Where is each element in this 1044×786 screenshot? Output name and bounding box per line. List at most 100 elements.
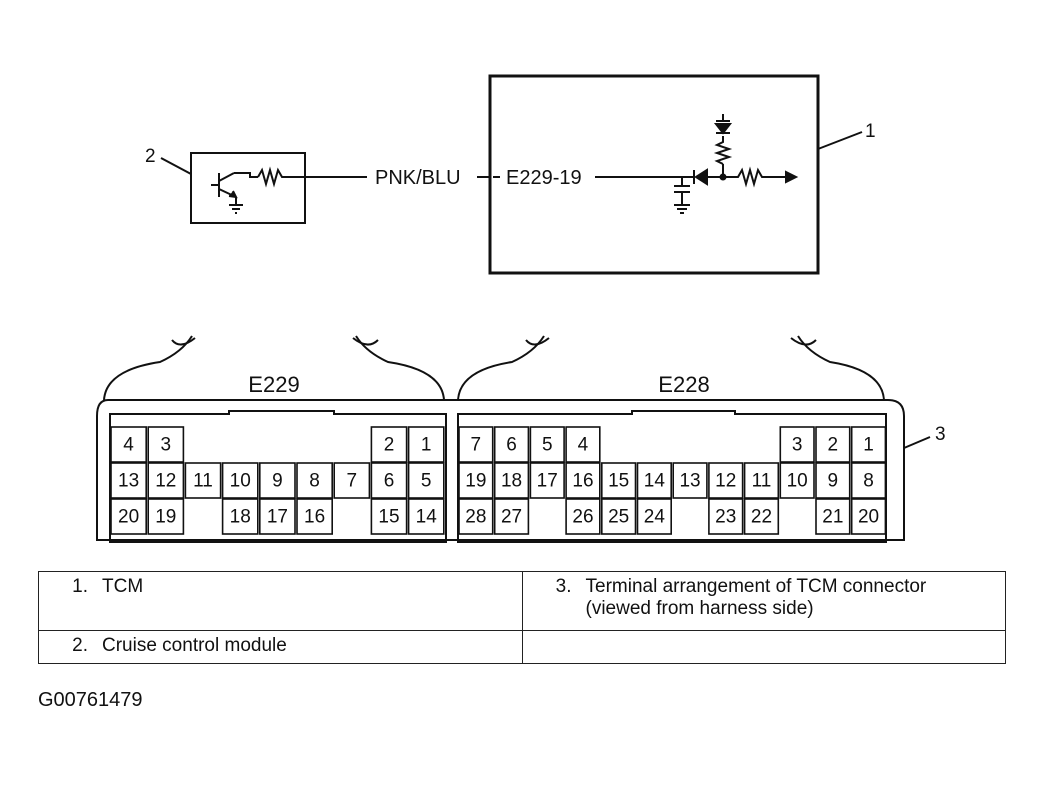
- pin-number: 16: [572, 471, 593, 492]
- legend-item-1: 1. TCM: [39, 576, 522, 598]
- connector-outline: [109, 410, 447, 543]
- pin-number: 11: [752, 471, 772, 492]
- pin-cell: [708, 462, 744, 499]
- pin-number: 17: [537, 471, 558, 492]
- cruise-control-module-box: [190, 152, 306, 224]
- tcm-connector-housing: [96, 399, 905, 541]
- pin-number: 7: [347, 471, 358, 492]
- diode-icon: [693, 168, 708, 186]
- pin-number: 28: [465, 507, 486, 528]
- pin-cell: [370, 462, 408, 499]
- pin-number: 14: [416, 507, 438, 528]
- pin-cell: [147, 462, 185, 499]
- pin-cell: [636, 462, 673, 499]
- pin-cell: [815, 462, 851, 499]
- pin-number: 17: [267, 507, 288, 528]
- pin-number: 26: [572, 507, 593, 528]
- pin-cell: [110, 426, 148, 463]
- pin-cell: [850, 462, 887, 499]
- pin-cell: [333, 462, 371, 499]
- figure-id: G00761479: [38, 689, 143, 711]
- pin-cell: [779, 426, 815, 463]
- pin-number: 9: [272, 471, 283, 492]
- pin-number: 11: [193, 471, 213, 492]
- ground-icon: [229, 204, 243, 214]
- pin-number: 10: [230, 471, 251, 492]
- pin-number: 1: [421, 435, 432, 456]
- pullup-resistor-icon: [713, 136, 733, 165]
- connector-outline: [457, 410, 887, 543]
- callout-3: 3: [935, 424, 946, 445]
- pin-number: 12: [155, 471, 176, 492]
- pin-cell: [708, 498, 744, 535]
- legend-item-1-number: 1.: [72, 576, 88, 597]
- pin-number: 23: [715, 507, 736, 528]
- pin-cell: [493, 426, 530, 463]
- pin-cell: [493, 498, 530, 535]
- pin-number: 12: [715, 471, 736, 492]
- pin-number: 18: [230, 507, 251, 528]
- pin-number: 16: [304, 507, 325, 528]
- pin-number: 25: [608, 507, 629, 528]
- pin-cell: [600, 498, 637, 535]
- legend-item-1-text: TCM: [102, 576, 144, 597]
- pin-number: 9: [828, 471, 839, 492]
- pin-cell: [221, 462, 259, 499]
- pin-cell: [370, 498, 408, 535]
- pin-number: 6: [506, 435, 517, 456]
- legend-item-2-number: 2.: [72, 635, 88, 656]
- pin-number: 19: [465, 471, 486, 492]
- pin-cell: [850, 426, 887, 463]
- legend-item-3-text-line2: (viewed from harness side): [585, 598, 814, 619]
- pin-cell: [258, 462, 296, 499]
- pin-cell: [815, 426, 851, 463]
- pin-number: 3: [792, 435, 803, 456]
- pin-number: 13: [679, 471, 700, 492]
- pin-cell: [458, 498, 494, 535]
- output-resistor-icon: [723, 166, 788, 188]
- pin-number: 8: [309, 471, 320, 492]
- pin-number: 5: [542, 435, 553, 456]
- pin-number: 15: [608, 471, 629, 492]
- pin-cell: [407, 498, 445, 535]
- pin-cell: [600, 462, 637, 499]
- pin-number: 15: [378, 507, 399, 528]
- pin-cell: [370, 426, 408, 463]
- pin-cell: [779, 462, 815, 499]
- legend-item-2-text: Cruise control module: [102, 635, 287, 656]
- legend-table: 1. TCM 3. Terminal arrangement of TCM co…: [38, 571, 1006, 664]
- pin-number: 2: [384, 435, 395, 456]
- legend-item-3-text-line1: Terminal arrangement of TCM connector: [585, 576, 927, 597]
- pin-cell: [458, 426, 494, 463]
- pin-cell: [296, 462, 334, 499]
- pin-number: 5: [421, 471, 432, 492]
- pin-cell: [565, 462, 601, 499]
- pin-cell: [529, 462, 565, 499]
- pin-cell: [184, 462, 222, 499]
- pin-number: 20: [858, 507, 879, 528]
- pin-cell: [110, 462, 148, 499]
- pin-number: 13: [118, 471, 139, 492]
- zener-diode-icon: [713, 114, 733, 135]
- pin-number: 21: [822, 507, 843, 528]
- pin-cell: [743, 462, 780, 499]
- wire-color-label: PNK/BLU: [375, 167, 461, 189]
- wire-pin-label: E229-19: [506, 167, 582, 189]
- pin-cell: [407, 426, 445, 463]
- pin-cell: [493, 462, 530, 499]
- connector-e229-title: E229: [248, 372, 299, 397]
- pin-number: 7: [471, 435, 482, 456]
- capacitor-icon: [674, 177, 690, 214]
- connector-e228-title: E228: [658, 372, 709, 397]
- legend-item-3-number: 3.: [555, 576, 572, 597]
- pin-number: 3: [161, 435, 172, 456]
- legend-empty-cell: [521, 630, 1006, 664]
- pin-cell: [636, 498, 673, 535]
- callout-2: 2: [145, 146, 156, 167]
- pin-cell: [147, 426, 185, 463]
- tcm-box: [488, 74, 820, 275]
- pin-number: 2: [828, 435, 839, 456]
- pin-number: 14: [644, 471, 666, 492]
- pin-cell: [258, 498, 296, 535]
- pin-number: 24: [644, 507, 666, 528]
